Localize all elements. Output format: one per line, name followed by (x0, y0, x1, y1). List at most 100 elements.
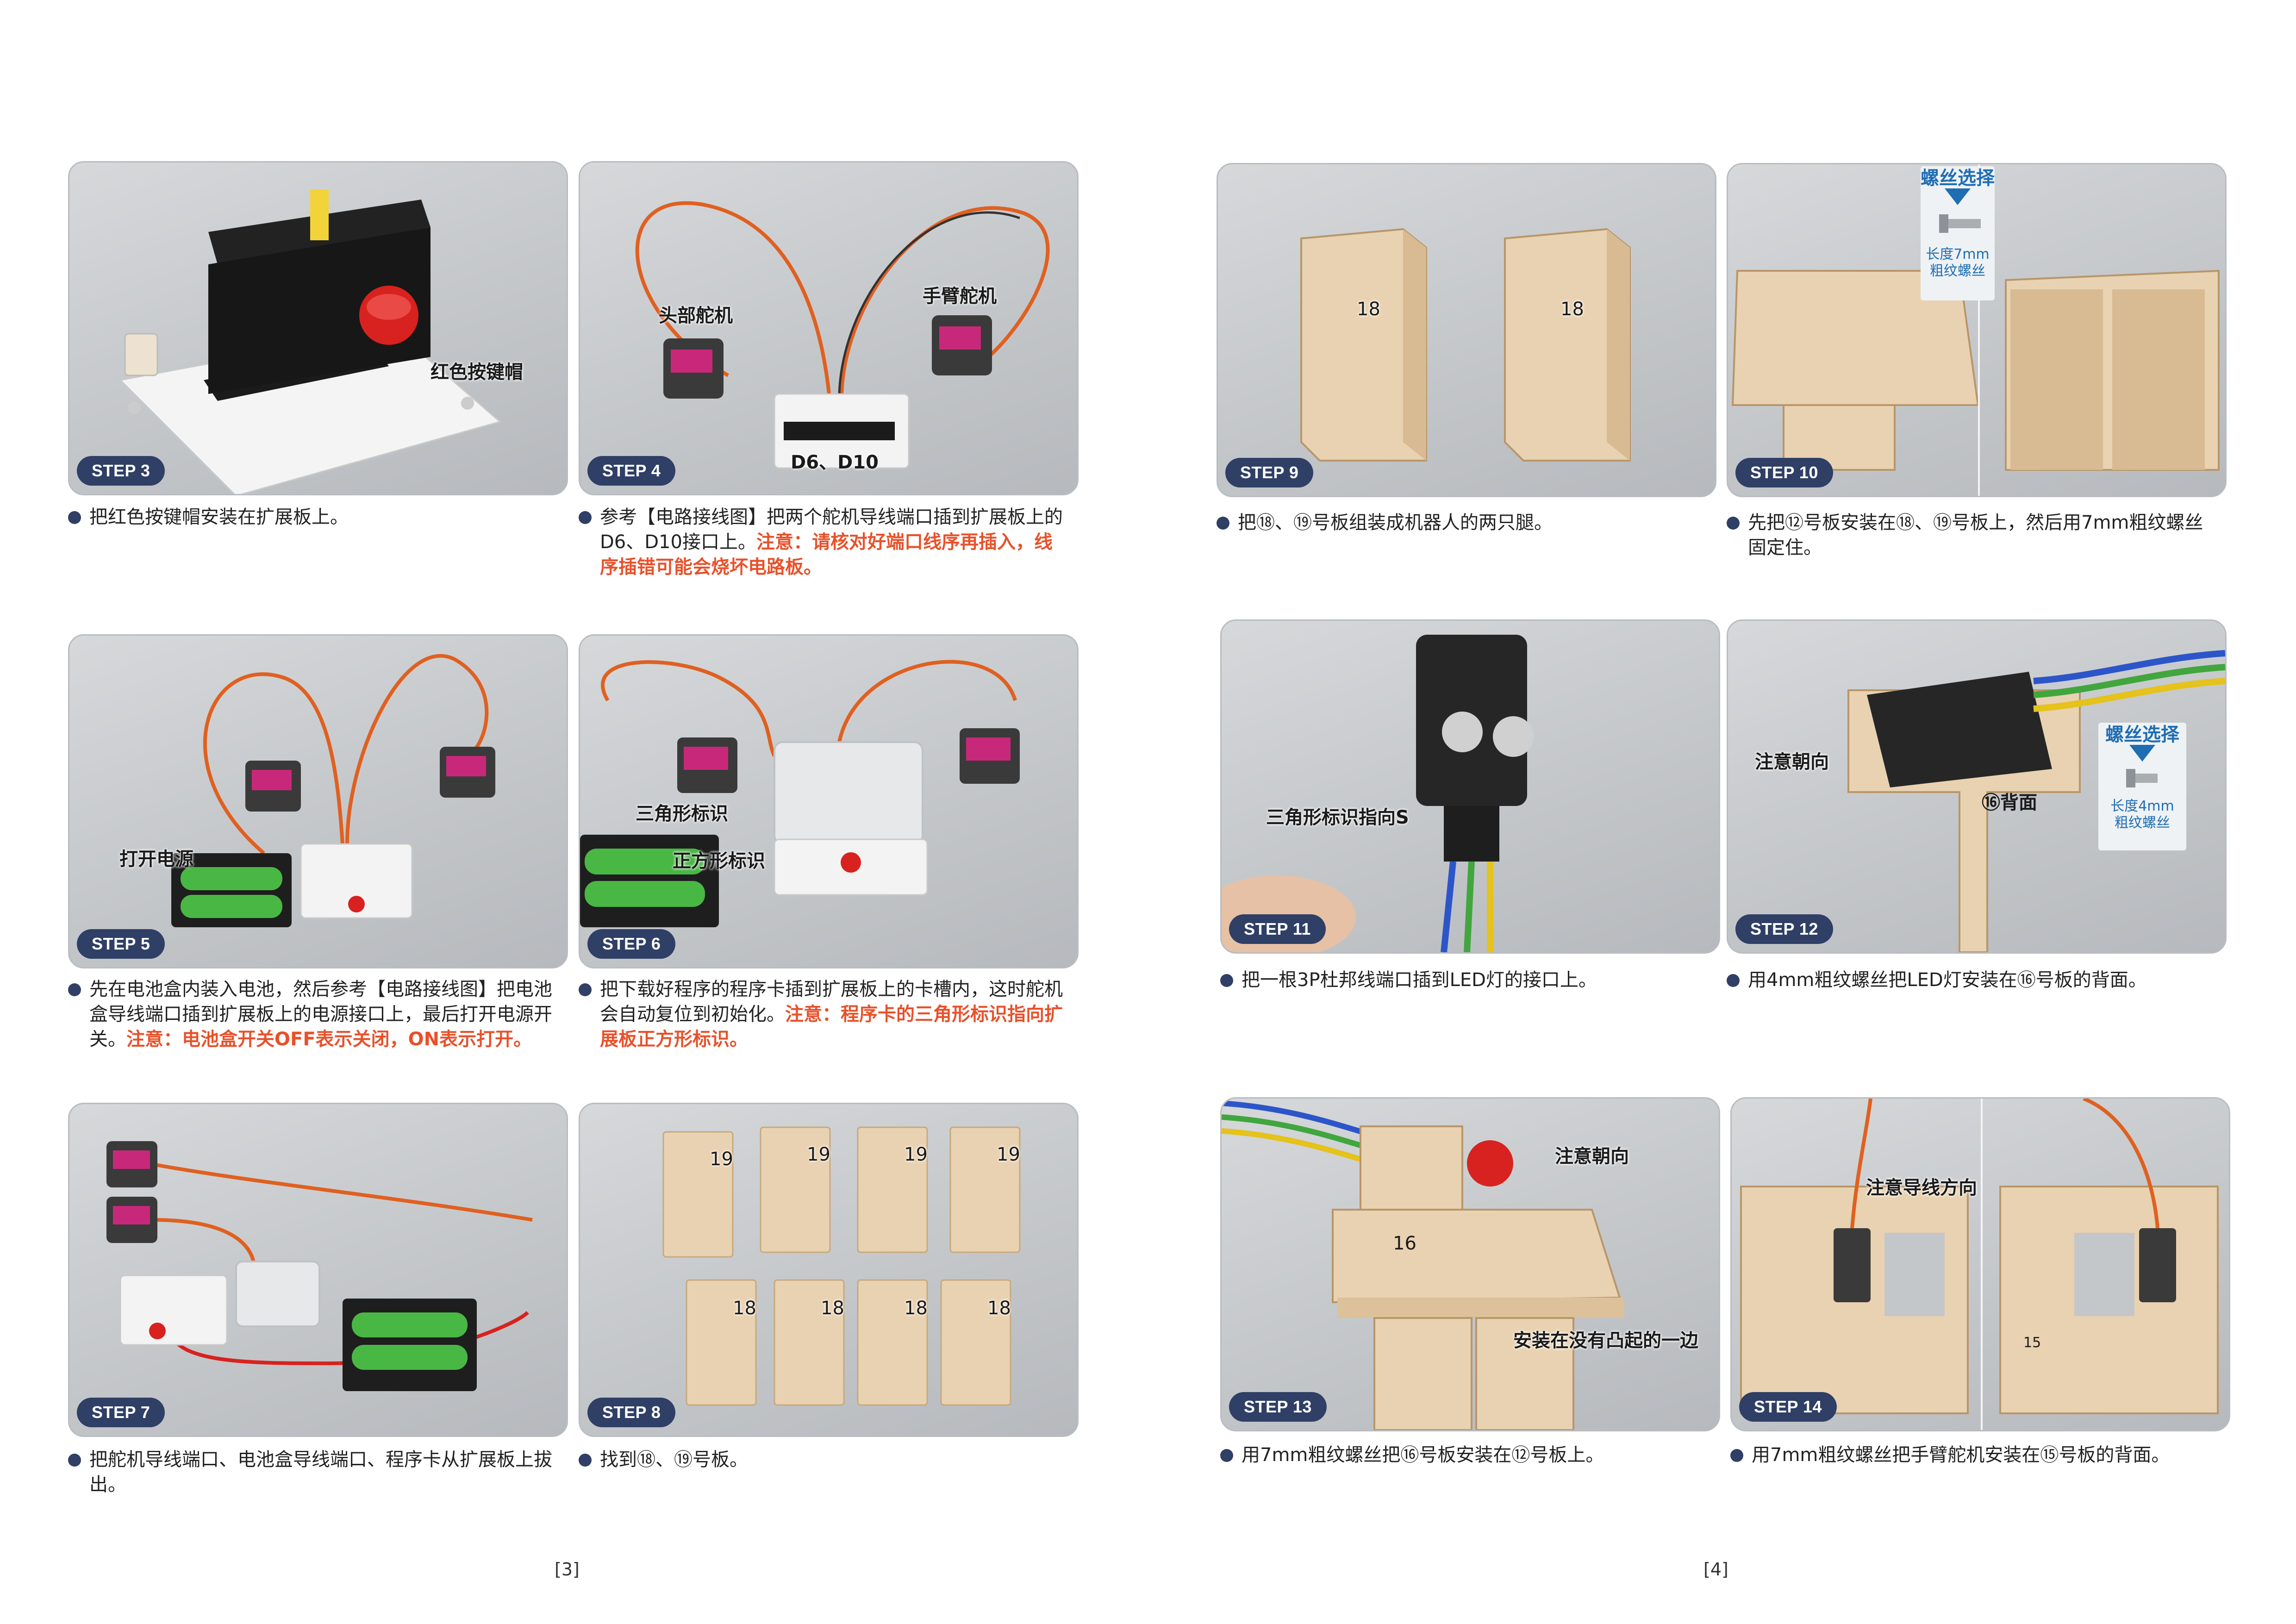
step-8-photo: 19 19 19 19 18 18 18 18 STEP 8 (579, 1103, 1079, 1437)
power-on-label: 打开电源 (119, 849, 193, 870)
board-19-label: 19 (904, 1144, 928, 1165)
page-number-right: [4] (1703, 1559, 1728, 1580)
description-text: 参考【电路接线图】把两个舵机导线端口插到扩展板上的D6、D10接口上。 (600, 506, 1063, 553)
step-7-description: 把舵机导线端口、电池盒导线端口、程序卡从扩展板上拔出。 (68, 1447, 554, 1497)
step-11-description: 把一根3P杜邦线端口插到LED灯的接口上。 (1220, 968, 1706, 993)
board-18-label: 18 (1357, 299, 1380, 320)
install-side-note-label: 安装在没有凸起的一边 (1513, 1330, 1698, 1351)
bullet-dot (1220, 1449, 1233, 1462)
board-19-label: 19 (997, 1144, 1020, 1165)
step-3-description: 把红色按键帽安装在扩展板上。 (68, 505, 554, 530)
board-18-label: 18 (904, 1298, 928, 1319)
step-badge: STEP 13 (1229, 1392, 1327, 1422)
screw-selection-title: 螺丝选择 (1921, 168, 1995, 189)
description-text: 把⑱、⑲号板组装成机器人的两只腿。 (1238, 512, 1553, 533)
step-8-description: 找到⑱、⑲号板。 (579, 1447, 1065, 1472)
step-7-photo: STEP 7 (68, 1103, 568, 1437)
step-badge: STEP 5 (77, 929, 165, 959)
board-15-label: 15 (2023, 1335, 2041, 1351)
description-text: 把舵机导线端口、电池盒导线端口、程序卡从扩展板上拔出。 (89, 1449, 552, 1495)
step-6-photo: 三角形标识 正方形标识 STEP 6 (579, 634, 1079, 968)
disconnected-parts-illustration (106, 1141, 533, 1391)
step-10-photo: 螺丝选择 长度7mm 粗纹螺丝 STEP 10 (1727, 163, 2227, 497)
bullet-dot (579, 511, 592, 524)
arrow-down-icon (2129, 745, 2155, 762)
description-text: 把红色按键帽安装在扩展板上。 (89, 506, 349, 528)
step-badge: STEP 6 (587, 929, 676, 959)
bullet-dot (579, 1454, 592, 1467)
screw-length-label: 长度4mm (2110, 798, 2174, 814)
board-18-label: 18 (821, 1298, 844, 1319)
description-text: 用7mm粗纹螺丝把⑯号板安装在⑫号板上。 (1242, 1444, 1604, 1466)
step-9-description: 把⑱、⑲号板组装成机器人的两只腿。 (1217, 510, 1703, 535)
bullet-dot (1217, 517, 1229, 530)
warning-text: 注意：请核对好端口线序再插入，线序插错可能会烧坏电路板。 (600, 531, 1053, 578)
step-12-photo: 注意朝向 ⑯背面 螺丝选择 长度4mm 粗纹螺丝 STEP 12 (1727, 619, 2227, 954)
screw-selection-panel: 螺丝选择 长度4mm 粗纹螺丝 (2098, 723, 2186, 850)
board-18-label: 18 (733, 1298, 756, 1319)
description-text: 先在电池盒内装入电池，然后参考【电路接线图】把电池盒导线端口插到扩展板上的电源接… (89, 979, 552, 1050)
board-19-label: 19 (807, 1144, 830, 1165)
step-12-description: 用4mm粗纹螺丝把LED灯安装在⑯号板的背面。 (1727, 968, 2213, 993)
board-18-label: 18 (1560, 299, 1584, 320)
wooden-boards-illustration (662, 1126, 1021, 1406)
bullet-dot (68, 511, 81, 524)
screw-selection-title: 螺丝选择 (2105, 724, 2179, 745)
description-text: 用4mm粗纹螺丝把LED灯安装在⑯号板的背面。 (1748, 969, 2147, 991)
step-14-description: 用7mm粗纹螺丝把手臂舵机安装在⑮号板的背面。 (1730, 1443, 2216, 1468)
step-11-photo: 三角形标识指向S STEP 11 (1220, 619, 1720, 954)
led-on-board-16-illustration (1847, 650, 2225, 952)
arrow-down-icon (1945, 188, 1971, 205)
step-badge: STEP 3 (77, 456, 165, 486)
program-card-illustration (580, 660, 1020, 927)
robot-legs-illustration (1300, 228, 1631, 462)
step-5-photo: 打开电源 STEP 5 (68, 634, 568, 968)
warning-text: 注意：程序卡的三角形标识指向扩展板正方形标识。 (600, 1004, 1063, 1050)
step-9-photo: 18 18 STEP 9 (1217, 163, 1716, 497)
bullet-dot (1727, 974, 1740, 987)
page-number-left: [3] (555, 1559, 580, 1580)
head-servo-label: 头部舵机 (659, 305, 733, 326)
port-d6-d10-label: D6、D10 (791, 452, 879, 473)
step-badge: STEP 8 (587, 1398, 676, 1427)
image-divider (1978, 164, 1980, 496)
bullet-dot (1220, 974, 1233, 987)
description-text: 用7mm粗纹螺丝把手臂舵机安装在⑮号板的背面。 (1752, 1444, 2170, 1466)
bullet-dot (1727, 517, 1740, 530)
battery-connection-illustration (171, 654, 495, 927)
expansion-board-illustration (119, 189, 502, 494)
step-badge: STEP 12 (1735, 914, 1833, 944)
step-14-photo: 注意导线方向 15 STEP 14 (1730, 1097, 2230, 1431)
step-badge: STEP 14 (1739, 1392, 1837, 1422)
bullet-dot (68, 983, 81, 996)
step-13-photo: 16 注意朝向 安装在没有凸起的一边 STEP 13 (1220, 1097, 1720, 1431)
triangle-points-s-label: 三角形标识指向S (1266, 807, 1409, 828)
led-module-illustration (1222, 635, 1534, 952)
bullet-dot (579, 983, 592, 996)
board-12-assembly-illustration (1731, 269, 2220, 471)
description-text: 先把⑫号板安装在⑱、⑲号板上，然后用7mm粗纹螺丝固定住。 (1748, 512, 2203, 558)
arm-servo-board-15-illustration (1740, 1099, 2219, 1414)
board-16-mount-illustration (1222, 1100, 1624, 1430)
step-10-description: 先把⑫号板安装在⑱、⑲号板上，然后用7mm粗纹螺丝固定住。 (1727, 510, 2213, 560)
arm-servo-label: 手臂舵机 (923, 286, 997, 307)
step-4-photo: 头部舵机 手臂舵机 D6、D10 STEP 4 (579, 161, 1079, 495)
screw-selection-panel: 螺丝选择 长度7mm 粗纹螺丝 (1921, 166, 1995, 300)
bullet-dot (68, 1454, 81, 1467)
screw-type-label: 粗纹螺丝 (2115, 815, 2170, 831)
wire-direction-note-label: 注意导线方向 (1866, 1177, 1977, 1199)
description-text: 把下载好程序的程序卡插到扩展板上的卡槽内，这时舵机会自动复位到初始化。 (600, 979, 1063, 1025)
screw-icon (2126, 769, 2158, 787)
board-16-back-label: ⑯背面 (1982, 792, 2037, 813)
red-keycap-label: 红色按键帽 (430, 362, 523, 383)
board-18-label: 18 (987, 1298, 1011, 1319)
step-badge: STEP 9 (1225, 458, 1314, 487)
step-3-photo: 红色按键帽 STEP 3 (68, 161, 568, 495)
board-19-label: 19 (710, 1149, 733, 1170)
screw-type-label: 粗纹螺丝 (1930, 263, 1985, 279)
step-badge: STEP 11 (1229, 914, 1326, 944)
description-text: 把一根3P杜邦线端口插到LED灯的接口上。 (1242, 969, 1597, 991)
step-badge: STEP 7 (77, 1398, 165, 1427)
description-text: 找到⑱、⑲号板。 (600, 1449, 748, 1470)
step-5-description: 先在电池盒内装入电池，然后参考【电路接线图】把电池盒导线端口插到扩展板上的电源接… (68, 977, 554, 1052)
